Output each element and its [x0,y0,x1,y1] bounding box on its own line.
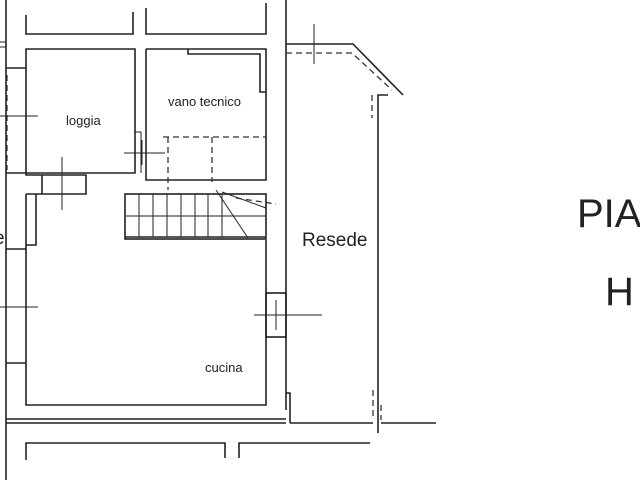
room-label-cucina: cucina [205,360,243,375]
room-label-loggia: loggia [66,113,101,128]
room-label-vano-tecnico: vano tecnico [168,94,241,109]
room-label-resede: Resede [302,230,368,251]
outer-walls [0,0,287,480]
corridor [6,157,87,250]
vano-tecnico-room [145,48,267,190]
loggia-room [0,48,165,174]
top-walls [25,3,267,35]
plan-title-line2: H [605,270,634,314]
plan-title-line1: PIA [577,192,640,236]
room-label-cut: e [0,228,5,250]
bottom-walls [6,390,436,460]
resede-area [286,24,404,433]
cucina-room [0,240,322,406]
staircase [124,189,277,240]
